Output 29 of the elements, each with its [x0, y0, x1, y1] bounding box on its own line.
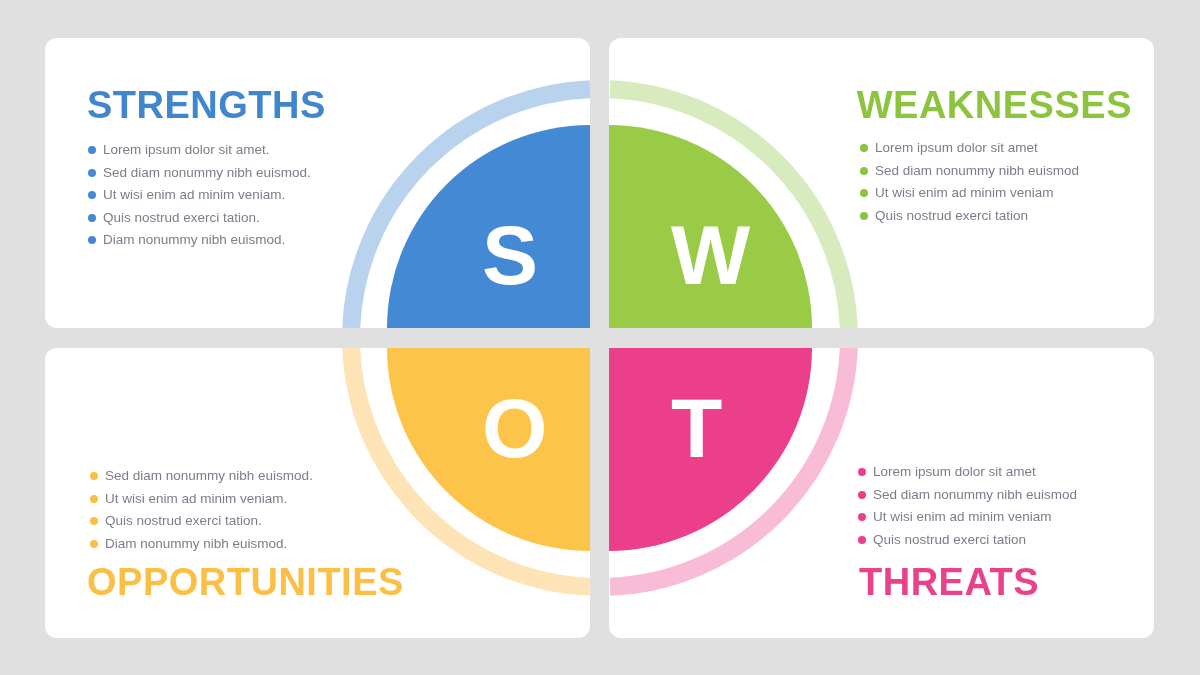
bullet-item: Lorem ipsum dolor sit amet.	[87, 142, 311, 158]
card-panel	[45, 38, 590, 328]
bullet-item: Sed diam nonummy nibh euismod	[857, 486, 1078, 503]
segment-letter: O	[482, 383, 548, 473]
bullet-item: Ut wisi enim ad minim veniam.	[89, 490, 313, 507]
bullet-item: Ut wisi enim ad minim veniam	[857, 509, 1078, 525]
bullet-item: Lorem ipsum dolor sit amet	[859, 140, 1080, 156]
card-panel	[609, 348, 1154, 638]
segment-letter: T	[671, 383, 723, 473]
bullet-item: Lorem ipsum dolor sit amet	[857, 464, 1078, 480]
section-heading: WEAKNESSES	[856, 83, 1132, 127]
bullet-item: Sed diam nonummy nibh euismod.	[87, 164, 311, 181]
bullet-item: Quis nostrud exerci tation	[857, 531, 1078, 548]
bullet-item: Ut wisi enim ad minim veniam.	[87, 187, 311, 203]
bullet-item: Quis nostrud exerci tation	[859, 207, 1080, 224]
bullet-item: Diam nonummy nibh euismod.	[87, 232, 311, 248]
section-heading: THREATS	[859, 560, 1040, 604]
bullet-item: Diam nonummy nibh euismod.	[89, 535, 313, 552]
segment-letter: S	[482, 210, 539, 300]
card-panel	[45, 348, 590, 638]
bullet-item: Quis nostrud exerci tation.	[89, 513, 313, 529]
section-heading: OPPORTUNITIES	[87, 560, 404, 604]
segment-letter: W	[671, 210, 751, 300]
card-panel	[609, 38, 1154, 328]
bullet-item: Quis nostrud exerci tation.	[87, 209, 311, 226]
bullet-item: Sed diam nonummy nibh euismod.	[89, 468, 313, 484]
bullet-item: Ut wisi enim ad minim veniam	[859, 185, 1080, 201]
bullet-item: Sed diam nonummy nibh euismod	[859, 162, 1080, 179]
section-heading: STRENGTHS	[87, 83, 326, 127]
